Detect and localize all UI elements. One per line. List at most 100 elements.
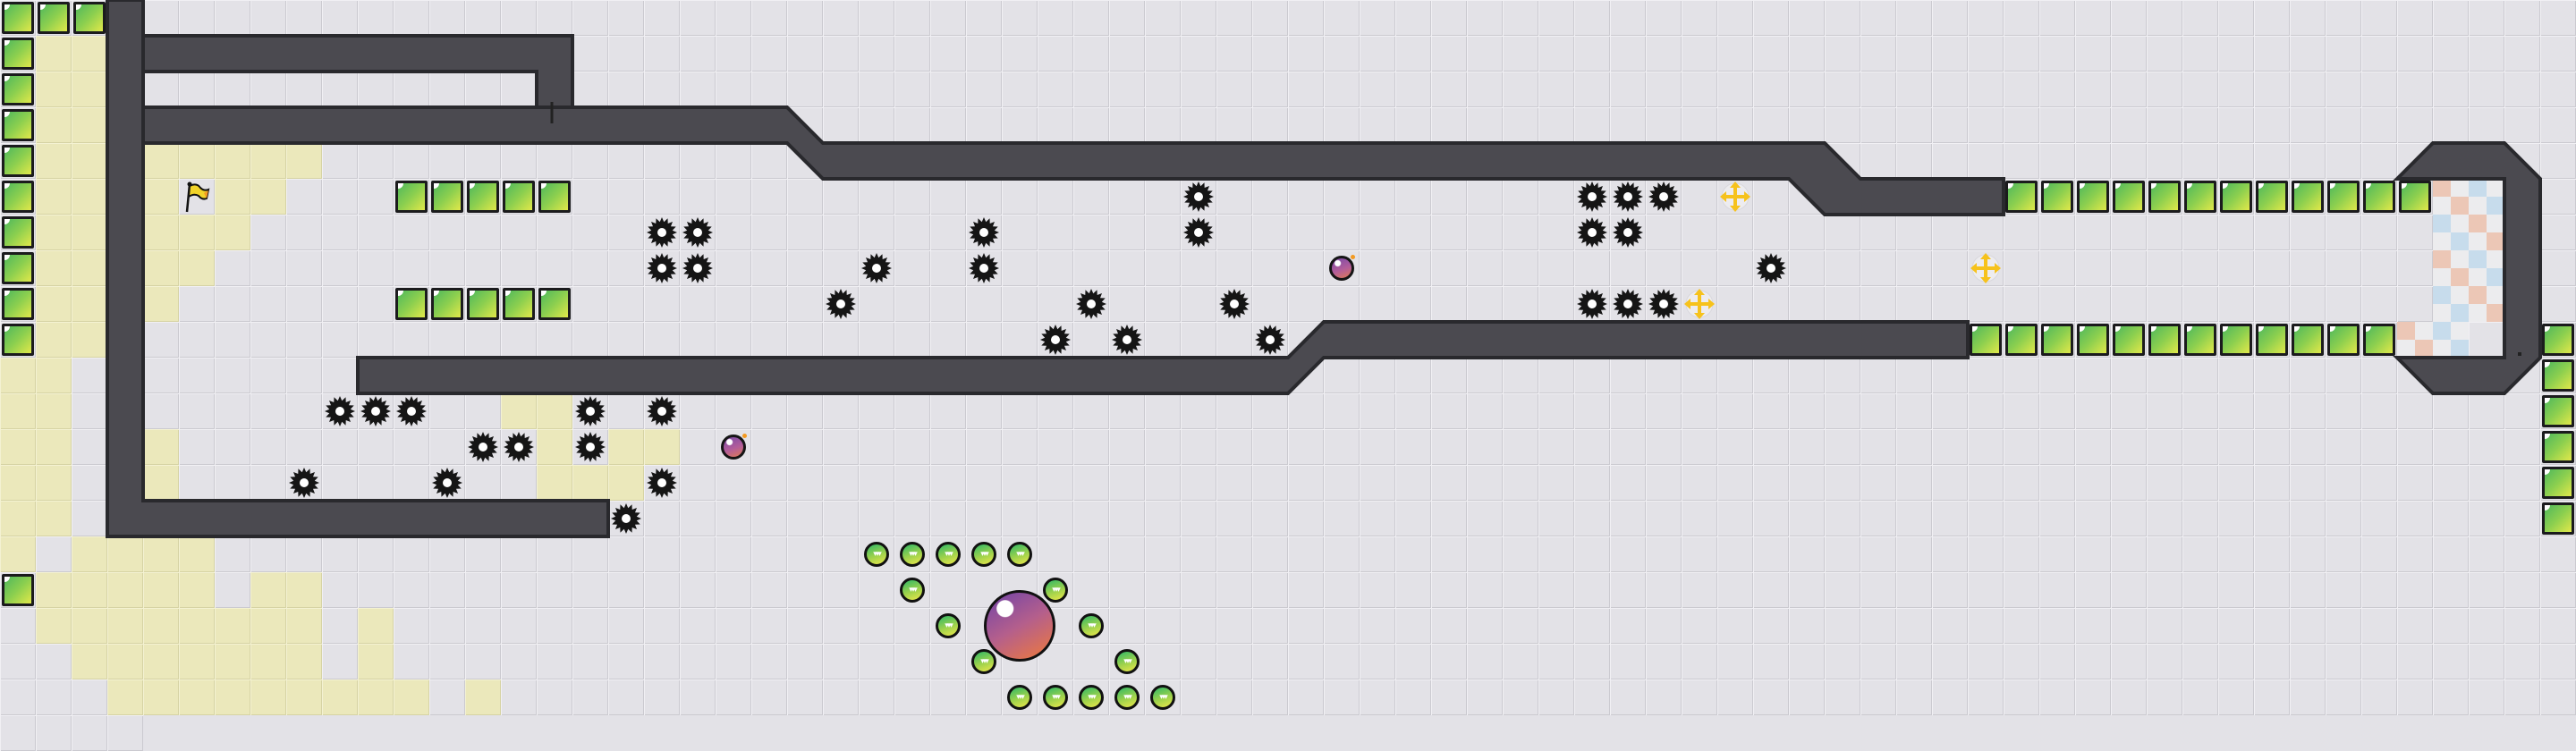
- tile-floor[interactable]: [1216, 179, 1252, 215]
- tile-floor[interactable]: [1467, 429, 1503, 465]
- tile-floor[interactable]: [2469, 465, 2504, 501]
- tile-floor[interactable]: [680, 72, 716, 107]
- tile-spike-mine[interactable]: [465, 429, 501, 465]
- tile-highlighted-floor[interactable]: [0, 536, 36, 572]
- tile-floor[interactable]: [1324, 179, 1360, 215]
- tile-floor[interactable]: [2218, 358, 2254, 393]
- tile-floor[interactable]: [894, 215, 930, 250]
- tile-floor[interactable]: [1896, 72, 1932, 107]
- tile-floor[interactable]: [2540, 608, 2576, 644]
- tile-floor[interactable]: [1932, 608, 1968, 644]
- tile-highlighted-floor[interactable]: [107, 572, 143, 608]
- tile-floor[interactable]: [1932, 0, 1968, 36]
- tile-floor[interactable]: [2004, 36, 2039, 72]
- tile-floor[interactable]: [787, 215, 823, 250]
- tile-floor[interactable]: [2075, 393, 2111, 429]
- tile-floor[interactable]: [1181, 572, 1216, 608]
- tile-floor[interactable]: [322, 536, 358, 572]
- tile-floor[interactable]: [930, 143, 966, 179]
- tile-floor[interactable]: [1431, 322, 1467, 358]
- tile-floor[interactable]: [751, 393, 787, 429]
- tile-floor[interactable]: [2075, 215, 2111, 250]
- tile-floor[interactable]: [2004, 501, 2039, 536]
- tile-floor[interactable]: [716, 679, 751, 715]
- tile-floor[interactable]: [1896, 608, 1932, 644]
- tile-floor[interactable]: [2218, 393, 2254, 429]
- tile-floor[interactable]: [572, 143, 608, 179]
- tile-floor[interactable]: [1717, 36, 1753, 72]
- tile-highlighted-floor[interactable]: [179, 679, 215, 715]
- tile-floor[interactable]: [2326, 286, 2361, 322]
- tile-checkered-finish[interactable]: [2469, 179, 2504, 215]
- tile-floor[interactable]: [859, 572, 894, 608]
- tile-floor[interactable]: [358, 215, 394, 250]
- tile-floor[interactable]: [2254, 215, 2290, 250]
- tile-floor[interactable]: [1467, 107, 1503, 143]
- tile-green-block[interactable]: [429, 286, 465, 322]
- tile-floor[interactable]: [859, 429, 894, 465]
- tile-floor[interactable]: [1145, 536, 1181, 572]
- tile-floor[interactable]: [1109, 358, 1145, 393]
- tile-goal-orb[interactable]: [984, 590, 1055, 662]
- tile-floor[interactable]: [894, 429, 930, 465]
- tile-floor[interactable]: [2075, 501, 2111, 536]
- tile-floor[interactable]: [143, 107, 179, 143]
- tile-floor[interactable]: [1896, 250, 1932, 286]
- tile-floor[interactable]: [644, 572, 680, 608]
- tile-floor[interactable]: [429, 72, 465, 107]
- tile-floor[interactable]: [322, 465, 358, 501]
- tile-spike-mine[interactable]: [1753, 250, 1789, 286]
- tile-floor[interactable]: [2182, 143, 2218, 179]
- tile-floor[interactable]: [1753, 644, 1789, 679]
- tile-floor[interactable]: [1324, 215, 1360, 250]
- tile-floor[interactable]: [644, 358, 680, 393]
- tile-floor[interactable]: [465, 465, 501, 501]
- tile-green-block[interactable]: [0, 36, 36, 72]
- tile-floor[interactable]: [1610, 143, 1646, 179]
- tile-floor[interactable]: [2540, 107, 2576, 143]
- tile-floor[interactable]: [966, 429, 1002, 465]
- tile-spike-mine[interactable]: [1073, 286, 1109, 322]
- tile-floor[interactable]: [1395, 0, 1431, 36]
- tile-floor[interactable]: [787, 429, 823, 465]
- tile-floor[interactable]: [1288, 179, 1324, 215]
- tile-coin[interactable]: ▾▾▾: [930, 536, 966, 572]
- tile-floor[interactable]: [1109, 36, 1145, 72]
- tile-floor[interactable]: [1896, 107, 1932, 143]
- tile-floor[interactable]: [2433, 679, 2469, 715]
- tile-floor[interactable]: [358, 465, 394, 501]
- tile-floor[interactable]: [429, 393, 465, 429]
- tile-floor[interactable]: [1288, 215, 1324, 250]
- tile-floor[interactable]: [1109, 501, 1145, 536]
- tile-spike-mine[interactable]: [1610, 286, 1646, 322]
- tile-floor[interactable]: [1324, 429, 1360, 465]
- tile-floor[interactable]: [2361, 393, 2397, 429]
- tile-floor[interactable]: [537, 250, 572, 286]
- tile-floor[interactable]: [1467, 465, 1503, 501]
- tile-floor[interactable]: [322, 501, 358, 536]
- tile-floor[interactable]: [1825, 0, 1860, 36]
- tile-floor[interactable]: [1145, 72, 1181, 107]
- tile-floor[interactable]: [1574, 608, 1610, 644]
- tile-floor[interactable]: [716, 536, 751, 572]
- tile-floor[interactable]: [1896, 286, 1932, 322]
- tile-checkered-finish[interactable]: [2469, 250, 2504, 286]
- tile-floor[interactable]: [537, 358, 572, 393]
- tile-floor[interactable]: [859, 644, 894, 679]
- tile-green-block[interactable]: [2004, 179, 2039, 215]
- tile-floor[interactable]: [2004, 644, 2039, 679]
- tile-coin[interactable]: ▾▾▾: [859, 536, 894, 572]
- tile-floor[interactable]: [572, 0, 608, 36]
- tile-floor[interactable]: [1825, 179, 1860, 215]
- tile-floor[interactable]: [1252, 465, 1288, 501]
- tile-floor[interactable]: [1968, 679, 2004, 715]
- tile-floor[interactable]: [394, 0, 429, 36]
- tile-floor[interactable]: [2540, 0, 2576, 36]
- tile-highlighted-floor[interactable]: [36, 215, 72, 250]
- tile-floor[interactable]: [1216, 215, 1252, 250]
- tile-floor[interactable]: [1932, 536, 1968, 572]
- tile-floor[interactable]: [1288, 679, 1324, 715]
- tile-floor[interactable]: [2004, 608, 2039, 644]
- tile-floor[interactable]: [2147, 143, 2182, 179]
- tile-floor[interactable]: [1467, 72, 1503, 107]
